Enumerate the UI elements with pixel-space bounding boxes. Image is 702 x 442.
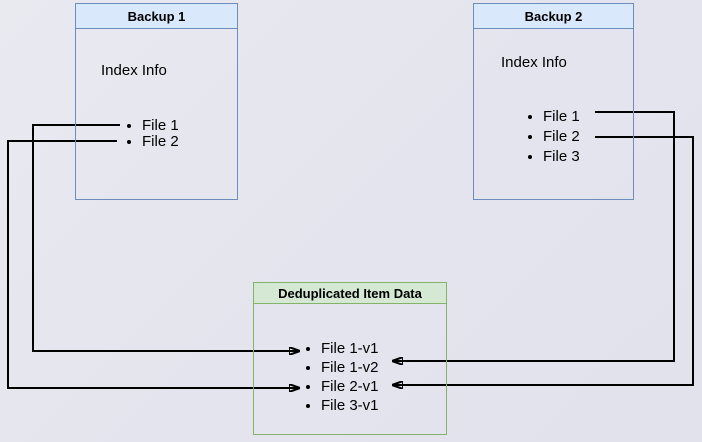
dedup-item: File 1-v2: [321, 358, 379, 377]
backup1-title: Backup 1: [76, 4, 237, 29]
dedup-item: File 1-v1: [321, 339, 379, 358]
backup2-file-list: File 1 File 2 File 3: [526, 107, 580, 167]
backup1-file-item: File 2: [142, 134, 179, 150]
backup2-box: Backup 2 Index Info File 1 File 2 File 3: [473, 3, 634, 200]
backup1-box: Backup 1 Index Info File 1 File 2: [75, 3, 238, 200]
dedup-item: File 3-v1: [321, 396, 379, 415]
backup2-index-info-label: Index Info: [501, 54, 567, 71]
dedup-item: File 2-v1: [321, 377, 379, 396]
backup2-file-item: File 3: [543, 147, 580, 167]
backup1-index-info-label: Index Info: [101, 62, 167, 79]
backup1-file-list: File 1 File 2: [128, 118, 179, 150]
dedup-box: Deduplicated Item Data File 1-v1 File 1-…: [253, 282, 447, 435]
backup2-file-item: File 1: [543, 107, 580, 127]
backup2-title: Backup 2: [474, 4, 633, 29]
dedup-title: Deduplicated Item Data: [254, 283, 446, 304]
backup2-file-item: File 2: [543, 127, 580, 147]
backup1-file-item: File 1: [142, 118, 179, 134]
dedup-item-list: File 1-v1 File 1-v2 File 2-v1 File 3-v1: [294, 339, 379, 415]
